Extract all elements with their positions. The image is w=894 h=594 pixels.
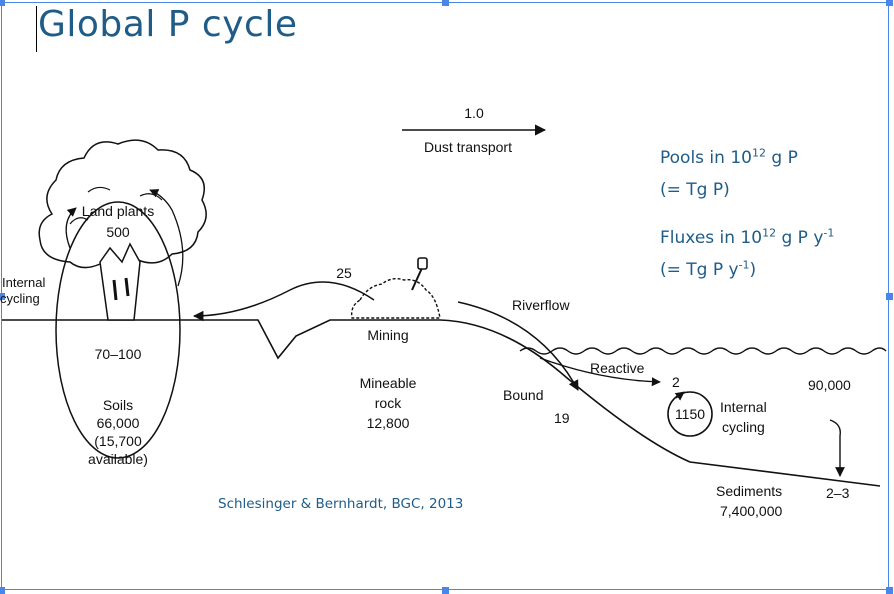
resize-handle-top-right[interactable] <box>886 0 893 6</box>
land-internal-cycling-arrow <box>149 189 184 287</box>
legend-pools-note: (= Tg P) <box>660 180 730 200</box>
sediments-label: Sediments <box>716 483 782 499</box>
land-plants-label: Land plants <box>82 203 154 219</box>
legend-fluxes-line: Fluxes in 1012 g P y-1 <box>660 222 834 254</box>
reactive-flux-value: 2 <box>672 374 680 390</box>
resize-handle-middle-left[interactable] <box>0 293 5 300</box>
dust-transport-label: Dust transport <box>424 139 512 155</box>
legend-pools-suffix: g P <box>765 148 798 168</box>
ocean-internal-cycling-label-1: Internal <box>720 399 767 415</box>
land-internal-cycling-label-1: Internal <box>2 275 45 290</box>
soils-label: Soils <box>103 397 133 413</box>
ocean-cycling-value: 1150 <box>675 406 705 422</box>
mineable-value: 12,800 <box>367 415 410 431</box>
legend-fluxes-note-suffix: ) <box>749 260 757 280</box>
tree-canopy <box>38 139 207 269</box>
reactive-arrow <box>539 357 661 387</box>
trunk-bark <box>112 277 130 301</box>
legend-fluxes-mid: g P y <box>776 228 824 248</box>
riverflow-label: Riverflow <box>512 297 570 313</box>
soils-available-2: available) <box>88 451 148 467</box>
mining-flux-value: 25 <box>336 265 352 281</box>
mining-label: Mining <box>367 327 408 343</box>
text-cursor <box>36 6 37 52</box>
shovel-icon <box>411 257 428 291</box>
ocean-cycling-arrowhead <box>674 391 685 401</box>
legend-fluxes-note: (= Tg P y-1) <box>660 254 834 286</box>
bound-label: Bound <box>503 387 543 403</box>
soils-available-1: (15,700 <box>94 433 142 449</box>
mineable-label-2: rock <box>375 395 402 411</box>
resize-handle-middle-right[interactable] <box>886 293 893 300</box>
legend-fluxes-prefix: Fluxes in 10 <box>660 228 763 248</box>
legend-fluxes: Fluxes in 1012 g P y-1 (= Tg P y-1) <box>660 222 834 286</box>
resize-handle-bottom-center[interactable] <box>442 587 449 594</box>
sediment-flux-value: 2–3 <box>826 485 850 501</box>
bound-flux-value: 19 <box>554 410 570 426</box>
resize-handle-top-left[interactable] <box>0 0 5 6</box>
slide-title[interactable]: Global P cycle <box>38 4 298 45</box>
reactive-label: Reactive <box>590 360 645 376</box>
ground-line <box>2 319 881 487</box>
soil-cycle-ellipse <box>55 201 181 459</box>
legend-pools-exp: 12 <box>751 146 766 160</box>
ocean-surface-waves <box>519 347 887 355</box>
soil-uptake-flux: 70–100 <box>95 346 142 362</box>
resize-handle-top-center[interactable] <box>442 0 449 6</box>
legend-fluxes-exp2: -1 <box>823 226 835 240</box>
sediments-value: 7,400,000 <box>720 503 782 519</box>
dust-flux-value: 1.0 <box>464 105 484 121</box>
land-plants-value: 500 <box>106 224 130 240</box>
resize-handle-bottom-left[interactable] <box>0 587 5 594</box>
legend-pools-line: Pools in 1012 g P <box>660 142 798 174</box>
legend-fluxes-note-prefix: (= Tg P y <box>660 260 739 280</box>
land-internal-cycling-label-2: cycling <box>0 291 40 306</box>
sediment-flux-arrow <box>829 419 845 477</box>
tree-trunk <box>99 242 141 321</box>
legend-pools: Pools in 1012 g P (= Tg P) <box>660 142 798 206</box>
mining-pile <box>350 277 441 319</box>
ocean-pool-value: 90,000 <box>808 377 851 393</box>
land-uptake-arrow <box>65 207 77 249</box>
mineable-label-1: Mineable <box>360 375 417 391</box>
mining-flux-arrow <box>192 281 375 322</box>
ocean-internal-cycling-circle <box>667 391 713 437</box>
legend-pools-prefix: Pools in 10 <box>660 148 752 168</box>
citation: Schlesinger & Bernhardt, BGC, 2013 <box>218 496 464 512</box>
resize-handle-bottom-right[interactable] <box>886 587 893 594</box>
ocean-internal-cycling-label-2: cycling <box>722 419 765 435</box>
riverflow-arrow <box>457 301 579 391</box>
soils-value: 66,000 <box>97 415 140 431</box>
legend-fluxes-exp: 12 <box>762 226 777 240</box>
legend-fluxes-note-exp: -1 <box>738 258 750 272</box>
